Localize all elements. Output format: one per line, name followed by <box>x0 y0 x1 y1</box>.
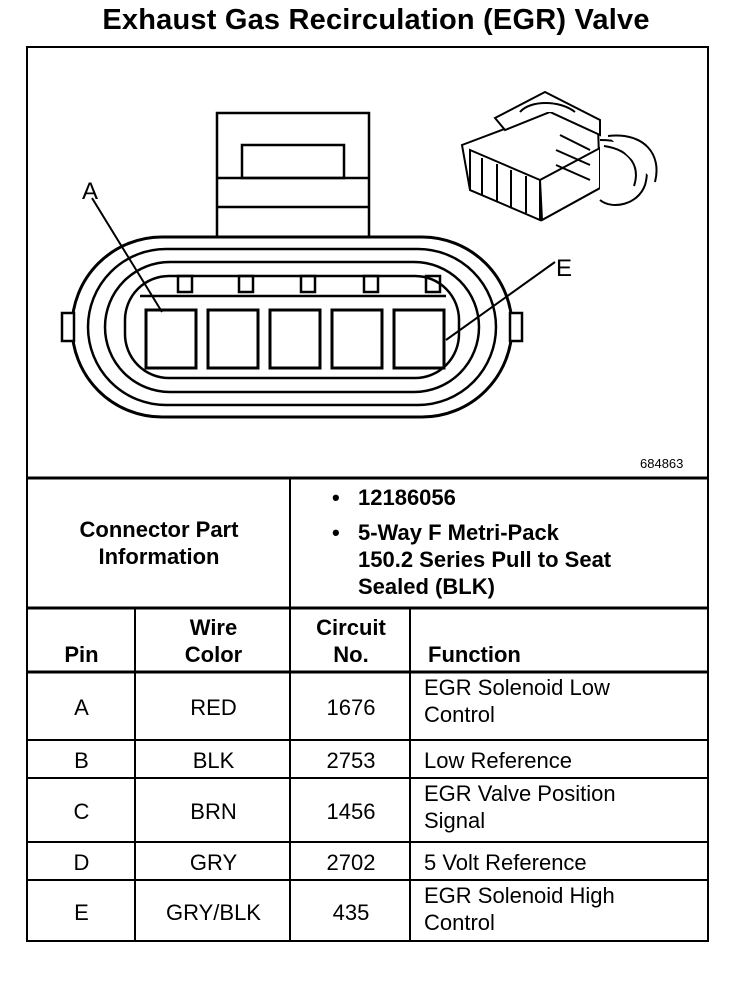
table-row-d-function: 5 Volt Reference <box>412 844 708 880</box>
header-function: Function <box>412 610 708 672</box>
description-line1: 5-Way F Metri-Pack <box>358 520 559 545</box>
table-row-d-circuit: 2702 <box>326 849 376 875</box>
page-title: Exhaust Gas Recirculation (EGR) Valve <box>102 4 650 36</box>
description-line3: Sealed (BLK) <box>358 574 495 599</box>
table-row-c-color: BRN <box>190 798 237 824</box>
header-pin: Pin <box>28 610 135 672</box>
pin-label-a: A <box>82 178 98 205</box>
table-row-e-function: EGR Solenoid High Control <box>412 882 708 942</box>
table-row-a-pin: A <box>74 694 89 720</box>
table-row-b-color: BLK <box>192 747 235 773</box>
header-wire-color-line2: Color <box>184 642 243 667</box>
table-row-c-function-line2: Signal <box>424 808 486 833</box>
table-row-b-function: Low Reference <box>412 742 708 778</box>
table-row-c-function-line1: EGR Valve Position <box>424 781 616 806</box>
table-row-a-function-line2: Control <box>424 702 495 727</box>
description-line2: 150.2 Series Pull to Seat <box>358 547 612 572</box>
bullet-icon: • <box>332 485 340 510</box>
description-item: • 5-Way F Metri-Pack 150.2 Series Pull t… <box>330 519 700 600</box>
bullet-icon: • <box>332 520 340 545</box>
table-row-e-function-line2: Control <box>424 910 495 935</box>
table-row-a-function-line1: EGR Solenoid Low <box>424 675 610 700</box>
pin-leaders <box>91 197 556 341</box>
table-row-a-color: RED <box>190 694 237 720</box>
header-pin-text: Pin <box>64 642 99 667</box>
part-number: 12186056 <box>358 485 456 510</box>
table-row-d-pin: D <box>73 849 90 875</box>
connector-isometric-icon <box>460 90 658 222</box>
part-number-item: • 12186056 <box>330 484 700 511</box>
table-row-a-function: EGR Solenoid Low Control <box>412 674 708 740</box>
connector-info-label: Connector Part Information <box>28 516 290 570</box>
header-circuit-line2: No. <box>333 642 369 667</box>
header-circuit-line1: Circuit <box>316 615 386 640</box>
connector-info-label-line2: Information <box>98 544 220 569</box>
figure-number: 684863 <box>640 456 684 471</box>
table-row-b-function-line1: Low Reference <box>424 747 572 773</box>
table-row-e-pin: E <box>74 899 89 925</box>
connector-info-list: • 12186056 • 5-Way F Metri-Pack 150.2 Se… <box>330 484 700 608</box>
table-row-d-color: GRY <box>189 849 238 875</box>
table-row-e-circuit: 435 <box>332 899 370 925</box>
table-row-d-function-line1: 5 Volt Reference <box>424 849 587 875</box>
pin-label-e: E <box>556 255 572 282</box>
table-row-e-color: GRY/BLK <box>166 899 261 925</box>
header-wire-color-line1: Wire <box>189 615 238 640</box>
table-row-c-pin: C <box>73 798 90 824</box>
header-wire-color: Wire Color <box>137 610 290 672</box>
connector-info-label-line1: Connector Part <box>79 517 239 542</box>
table-row-c-function: EGR Valve Position Signal <box>412 780 708 842</box>
connector-face <box>60 111 524 419</box>
header-circuit: Circuit No. <box>292 610 410 672</box>
table-row-a-circuit: 1676 <box>326 694 376 720</box>
table-row-b-circuit: 2753 <box>326 747 376 773</box>
table-row-e-function-line1: EGR Solenoid High <box>424 883 615 908</box>
table-row-b-pin: B <box>74 747 89 773</box>
table-row-c-circuit: 1456 <box>326 798 376 824</box>
header-function-text: Function <box>428 642 521 667</box>
diagram-frame <box>26 46 709 942</box>
